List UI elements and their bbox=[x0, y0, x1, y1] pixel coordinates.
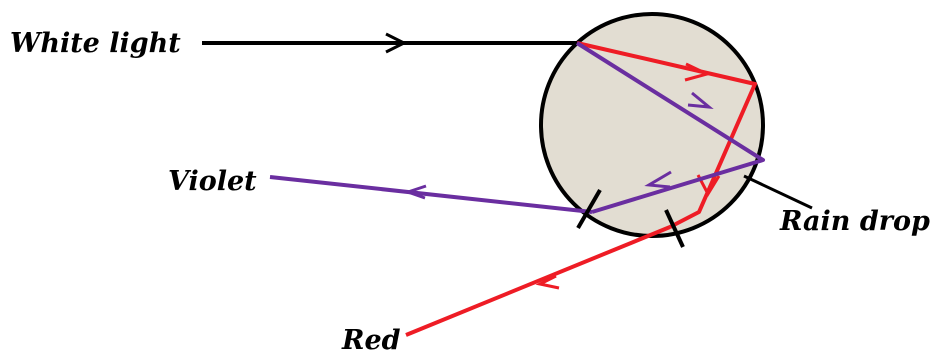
red-label: Red bbox=[341, 325, 401, 356]
rain-drop-label: Rain drop bbox=[779, 206, 930, 237]
white-light-label: White light bbox=[10, 28, 181, 59]
rain-drop-leader-line bbox=[744, 176, 812, 208]
rain-drop bbox=[541, 14, 763, 236]
violet-label: Violet bbox=[168, 166, 257, 197]
violet-exit-ray bbox=[270, 177, 592, 212]
red-exit-ray bbox=[406, 227, 670, 335]
